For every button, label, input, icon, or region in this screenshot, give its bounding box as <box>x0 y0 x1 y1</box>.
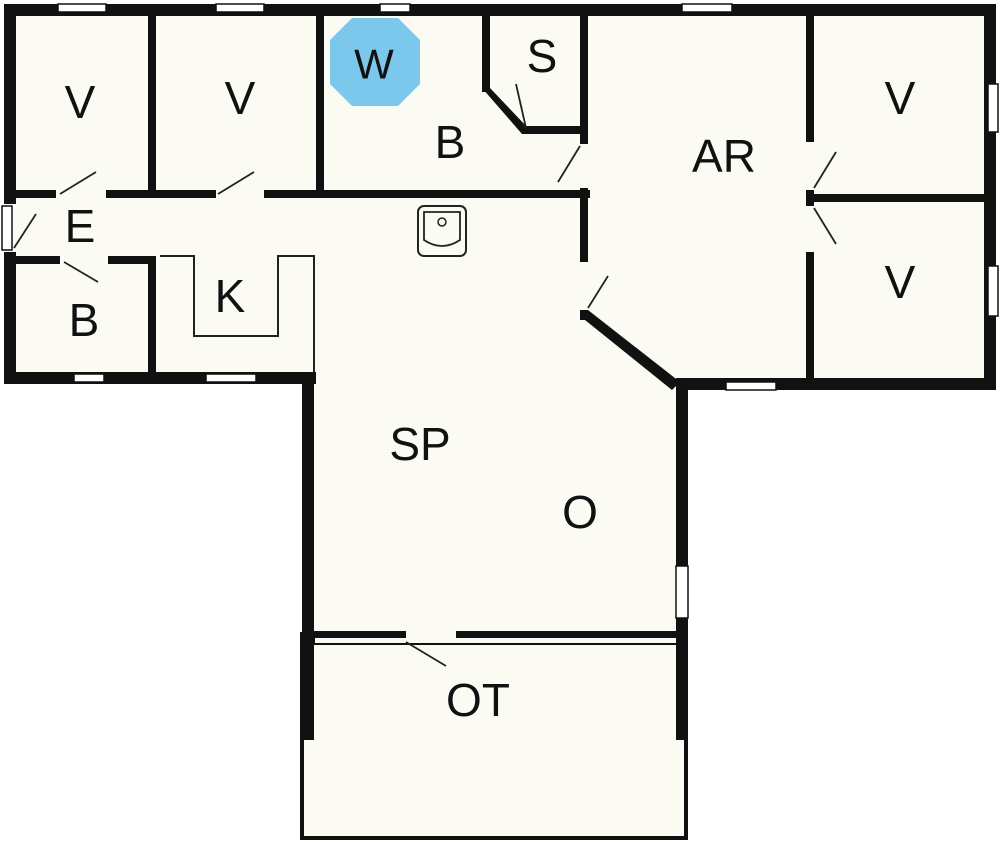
windows <box>1 3 999 619</box>
door-gap-terrace <box>406 630 456 642</box>
wall-dining-left <box>302 372 314 740</box>
wall-right-bedroom-split <box>806 194 994 202</box>
label-living: O <box>562 486 598 538</box>
label-bedroom-3: V <box>885 72 916 124</box>
wall-v1-v2 <box>148 10 156 194</box>
wall-diagonal <box>580 310 680 390</box>
terrace-floor <box>302 632 686 840</box>
door-leaf-storage <box>515 83 527 129</box>
door-gap-v2 <box>216 190 264 198</box>
label-terrace: OT <box>446 674 510 726</box>
wall-glass-left <box>314 632 406 638</box>
label-kitchen: K <box>215 270 246 322</box>
wall-corridor-top <box>4 190 590 198</box>
wall-glass-right <box>456 632 680 638</box>
door-leaf-bath-top <box>557 145 581 183</box>
window-10 <box>205 373 257 383</box>
door-gap-bath-small <box>60 256 108 264</box>
window-2 <box>215 3 265 13</box>
kitchen-counter <box>160 255 315 372</box>
window-1 <box>57 3 107 13</box>
window-9 <box>73 373 105 383</box>
wall-storage-diag <box>482 88 528 134</box>
door-gap-v4 <box>806 206 814 252</box>
door-gap-v1 <box>56 190 106 198</box>
door-gap-v3 <box>806 142 814 190</box>
label-entrance: E <box>65 200 96 252</box>
window-5 <box>987 83 999 133</box>
wall-storage-left <box>482 10 490 92</box>
walls <box>4 4 996 840</box>
label-dining: SP <box>389 418 450 470</box>
wall-storage-bottom <box>522 126 584 134</box>
label-bedroom-2: V <box>225 72 256 124</box>
wall-bottom-left <box>4 372 316 384</box>
wall-terrace-bottom <box>300 836 688 840</box>
wall-ar-right <box>806 10 814 382</box>
sink-icon <box>417 205 467 257</box>
door-leaf-v2 <box>217 171 255 195</box>
room-labels: V V W B S AR V V E B K SP O OT <box>65 30 916 726</box>
label-bathroom-top: B <box>435 116 466 168</box>
door-gap-ar <box>580 262 588 310</box>
door-leaf-terrace <box>405 641 447 667</box>
window-4 <box>681 3 733 13</box>
doors <box>4 83 837 667</box>
wall-bath-small-right <box>148 256 156 380</box>
wall-terrace-right <box>684 632 688 840</box>
label-bedroom-1: V <box>65 76 96 128</box>
wall-v2-b <box>316 10 324 194</box>
door-gap-bath-top <box>580 144 588 188</box>
window-3 <box>379 3 411 13</box>
window-11 <box>1 205 13 251</box>
window-7 <box>725 381 777 391</box>
label-bathroom-small: B <box>69 294 100 346</box>
washer-badge-icon <box>330 18 420 106</box>
label-storage: S <box>527 30 558 82</box>
door-leaf-v4 <box>813 207 837 245</box>
door-leaf-bath-small <box>63 261 99 283</box>
label-utility: AR <box>692 130 756 182</box>
label-bedroom-4: V <box>885 256 916 308</box>
window-8 <box>675 565 689 619</box>
window-6 <box>987 265 999 317</box>
label-washer: W <box>354 41 394 88</box>
wall-terrace-left <box>300 632 304 840</box>
door-leaf-v3 <box>813 151 837 189</box>
glass-frame <box>313 631 681 645</box>
door-leaf-v1 <box>59 171 97 195</box>
door-leaf-entry <box>13 213 37 249</box>
wall-bottom-right <box>676 378 996 390</box>
door-leaf-ar <box>587 275 609 309</box>
